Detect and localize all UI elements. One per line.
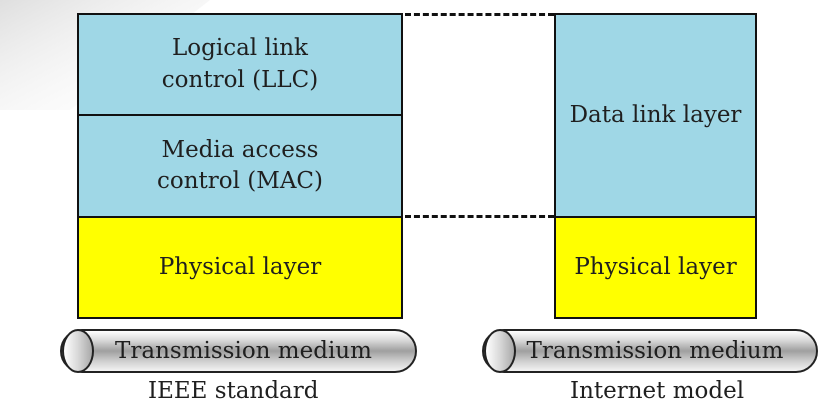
internet-model-caption: Internet model	[570, 378, 745, 404]
cable-cylinder-icon	[484, 329, 516, 373]
ieee-transmission-medium: Transmission medium	[60, 329, 417, 373]
bottom-dashed-connector	[405, 215, 554, 218]
internet-physical-layer: Physical layer	[554, 216, 757, 319]
internet-transmission-medium-label: Transmission medium	[526, 337, 784, 364]
internet-transmission-medium: Transmission medium	[482, 329, 818, 373]
ieee-llc-layer: Logical link control (LLC)	[77, 13, 403, 116]
ieee-mac-layer: Media access control (MAC)	[77, 114, 403, 218]
ieee-standard-caption: IEEE standard	[148, 378, 319, 404]
ieee-transmission-medium-label: Transmission medium	[115, 337, 372, 364]
top-dashed-connector	[405, 13, 554, 16]
cable-cylinder-icon	[62, 329, 94, 373]
ieee-physical-layer: Physical layer	[77, 216, 403, 319]
internet-data-link-layer: Data link layer	[554, 13, 757, 218]
